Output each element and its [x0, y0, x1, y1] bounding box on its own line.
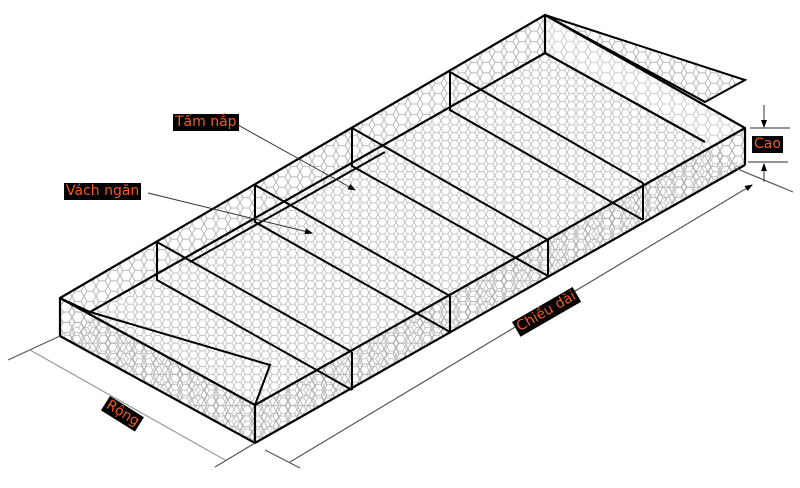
gabion-box	[58, 13, 748, 445]
height-label: Cao	[752, 136, 783, 153]
front-wall	[255, 128, 745, 443]
left-end-wall	[60, 298, 255, 443]
box-floor	[60, 53, 745, 443]
diaphragm-label: Vách ngăn	[64, 183, 142, 200]
right-end-wall	[545, 15, 745, 165]
diaphragms	[156, 71, 644, 391]
leader-lines	[147, 124, 356, 235]
lid-label: Tấm nắp	[173, 114, 239, 131]
